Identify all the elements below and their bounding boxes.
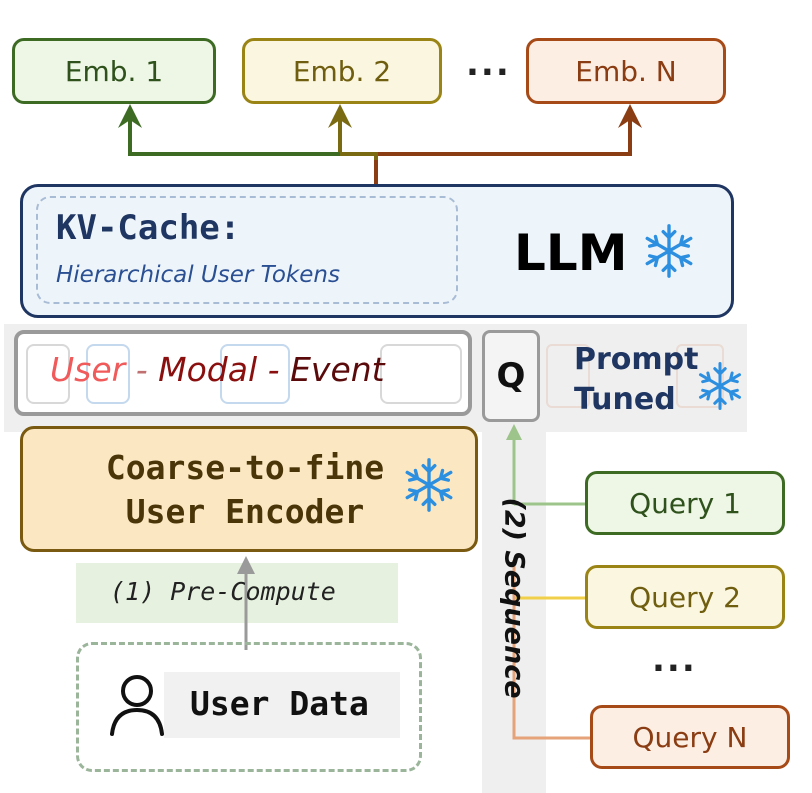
query-box-n: Query N — [590, 705, 790, 769]
prompt-ghost-2 — [676, 344, 724, 408]
emb-label-n: Emb. N — [575, 54, 677, 88]
precompute-label: (1) Pre-Compute — [110, 577, 336, 606]
prompt-line-2: Tuned — [574, 382, 676, 417]
token-ghost-2 — [86, 344, 130, 404]
query-token-label: Q — [496, 356, 526, 396]
query-token-box: Q — [482, 330, 540, 422]
arrowhead-emb-n — [618, 104, 642, 128]
arrow-to-emb-1 — [128, 118, 340, 156]
arrowhead-emb-1 — [118, 104, 142, 128]
prompt-ghost-1 — [546, 344, 590, 408]
user-data-label-band — [164, 672, 400, 738]
token-user: User — [50, 350, 126, 389]
token-sep-2: - — [267, 350, 280, 389]
token-sep-1: - — [135, 350, 148, 389]
query-label-1: Query 1 — [629, 486, 741, 520]
user-encoder-box — [20, 426, 478, 552]
user-encoder-label: Coarse-to-fine User Encoder — [80, 446, 410, 534]
user-icon — [110, 675, 164, 736]
snowflake-icon — [405, 458, 453, 512]
sequence-label: (2) Sequence — [498, 497, 530, 699]
kv-cache-subtitle: Hierarchical User Tokens — [56, 262, 340, 288]
arrowhead-emb-2 — [328, 104, 352, 128]
emb-label-1: Emb. 1 — [64, 54, 164, 88]
query-n-line — [512, 560, 590, 740]
prompt-line-1: Prompt — [574, 342, 699, 377]
precompute-band — [76, 563, 398, 623]
arrow-to-emb-n — [374, 118, 632, 186]
emb-box-n: Emb. N — [526, 38, 726, 104]
user-data-label: User Data — [190, 684, 369, 723]
emb-box-1: Emb. 1 — [12, 38, 216, 104]
token-ghost-3 — [220, 344, 290, 404]
snowflake-icon — [698, 361, 742, 411]
token-event: Event — [290, 350, 385, 389]
emb-ellipsis: ... — [466, 44, 511, 84]
encoder-line-1: Coarse-to-fine — [105, 448, 385, 487]
kv-cache-title: KV-Cache: — [56, 208, 241, 248]
token-ghost-4 — [380, 344, 462, 404]
arrow-to-emb-2 — [338, 118, 378, 160]
query-label-2: Query 2 — [629, 580, 741, 614]
user-data-box — [76, 642, 422, 772]
emb-label-2: Emb. 2 — [292, 54, 392, 88]
llm-label: LLM — [514, 224, 628, 282]
prompt-tuned-label: Prompt Tuned — [574, 340, 698, 420]
llm-block — [20, 184, 734, 318]
token-modal: Modal — [158, 350, 258, 389]
encoder-line-2: User Encoder — [125, 492, 365, 531]
precompute-arrowhead — [237, 556, 255, 574]
sequence-arrowhead — [506, 424, 522, 440]
query-label-n: Query N — [632, 720, 748, 754]
kv-cache-box — [36, 196, 458, 304]
token-labels: User - Modal - Event — [50, 350, 385, 389]
token-ghost-1 — [26, 344, 70, 404]
emb-box-2: Emb. 2 — [242, 38, 442, 104]
snowflake-icon — [645, 224, 693, 278]
query-box-1: Query 1 — [585, 471, 785, 535]
query-ellipsis: ... — [652, 640, 697, 680]
query-box-2: Query 2 — [585, 565, 785, 629]
